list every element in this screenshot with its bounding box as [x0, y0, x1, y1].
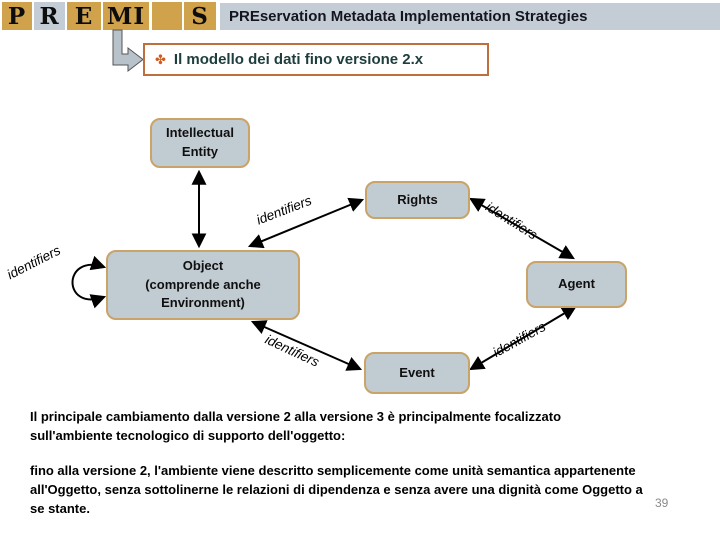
node-rights: Rights: [365, 181, 470, 219]
edge-label-event-agent: identifiers: [490, 318, 549, 361]
edge-label-object-self: identifiers: [4, 242, 63, 283]
slide-title-box: ✤ Il modello dei dati fino versione 2.x: [143, 43, 489, 76]
logo-tile-s: S: [184, 2, 216, 30]
slide-title: Il modello dei dati fino versione 2.x: [173, 51, 424, 68]
edge-label-rights-agent: identifiers: [483, 199, 540, 243]
body-paragraph-2: fino alla versione 2, l'ambiente viene d…: [30, 463, 643, 516]
banner-text: PREservation Metadata Implementation Str…: [229, 8, 588, 25]
logo-tile-e: E: [67, 2, 101, 30]
edge-label-object-event: identifiers: [262, 331, 322, 370]
logo-tile-blank: [152, 2, 182, 30]
logo-tile-mi: MI: [103, 2, 149, 30]
header-banner: PREservation Metadata Implementation Str…: [220, 3, 720, 30]
edge-object-self-loop: [71, 255, 107, 309]
node-agent: Agent: [526, 261, 627, 308]
bullet-ornament-icon: ✤: [155, 51, 166, 67]
logo-tile-r: R: [34, 2, 65, 30]
node-intellectual-entity: Intellectual Entity: [150, 118, 250, 168]
body-paragraph-1: Il principale cambiamento dalla versione…: [30, 409, 562, 443]
logo-tile-p: P: [2, 2, 32, 30]
node-object: Object (comprende anche Environment): [106, 250, 300, 320]
edge-label-object-rights: identifiers: [254, 192, 314, 228]
page-number: 39: [655, 496, 669, 510]
node-event: Event: [364, 352, 470, 394]
